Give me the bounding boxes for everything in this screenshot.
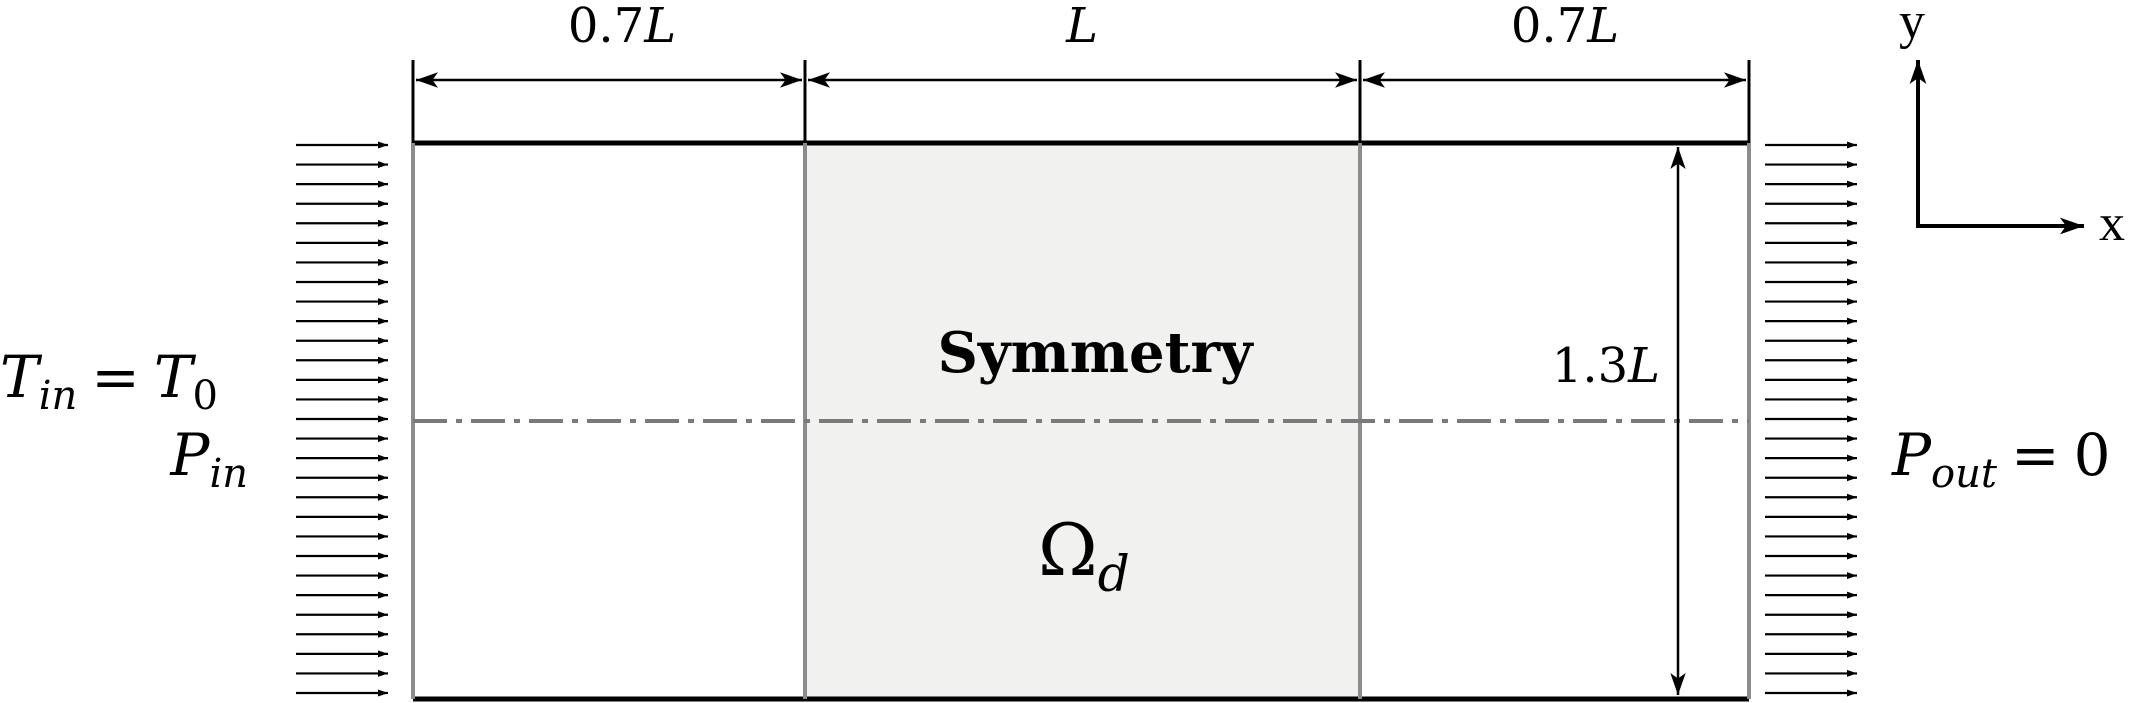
dimension-label-right: 0.7L [1511,0,1619,54]
dimension-label-left: 0.7L [568,0,676,54]
inlet-pressure-label: Pin [169,421,248,497]
inlet-temperature-label: Tin=T0 [0,343,218,419]
dimension-label-height: 1.3L [1552,338,1660,394]
y-axis-label: y [1899,0,1925,50]
design-domain-label: Ωd [1038,508,1130,603]
x-axis-label: x [2099,195,2125,252]
inlet-flow-arrows [296,141,388,697]
dimension-label-middle: L [1065,0,1098,54]
outlet-pressure-label: Pout=0 [1891,421,2110,497]
outlet-flow-arrows [1765,141,1857,697]
symmetry-label: Symmetry [937,320,1253,386]
